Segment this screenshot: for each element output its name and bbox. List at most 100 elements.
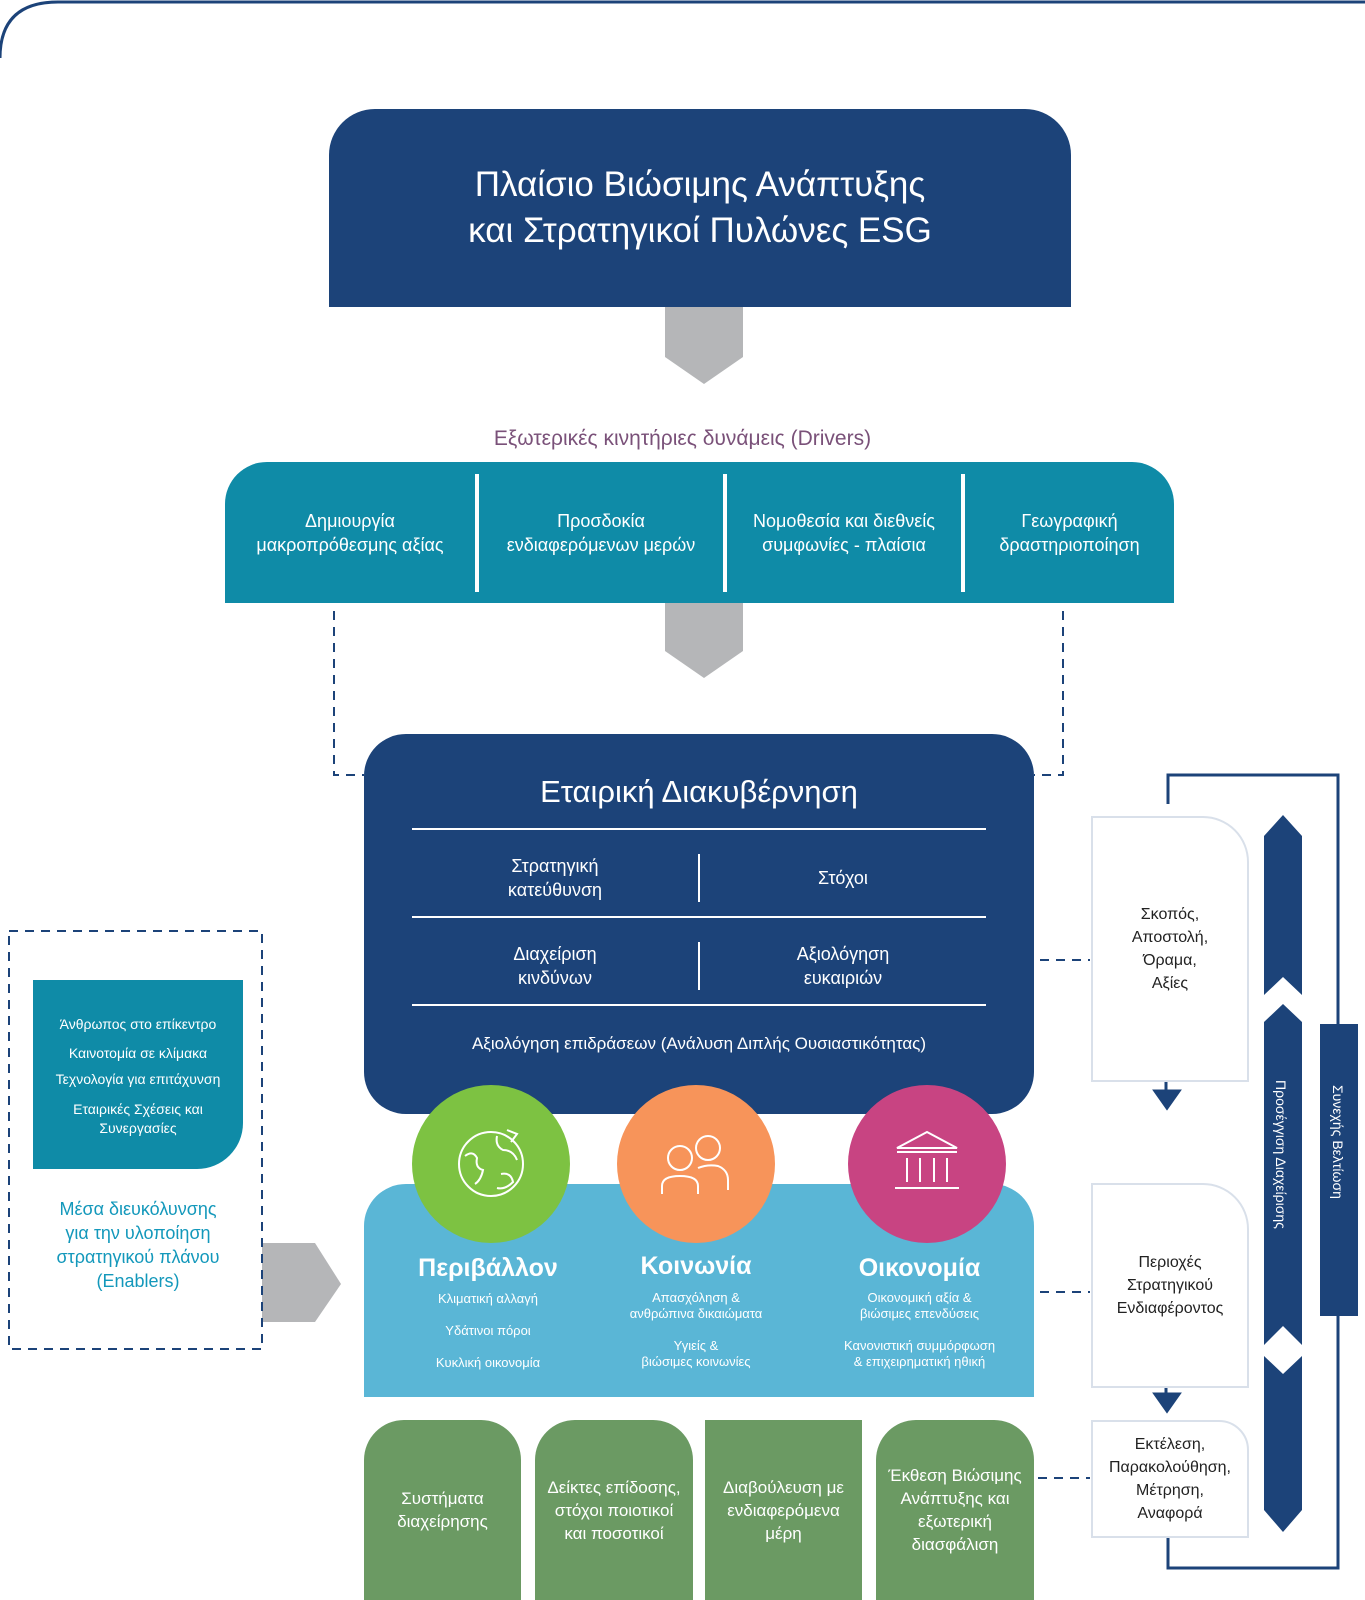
governance-goals: Στόχοι bbox=[818, 868, 868, 888]
enabler-item: Άνθρωπος στο επίκεντρο bbox=[59, 1016, 217, 1032]
tool-label: Έκθεση Βιώσιμης bbox=[888, 1466, 1022, 1485]
tool-label: μέρη bbox=[765, 1523, 802, 1543]
pillar-society-item: ανθρώπινα δικαιώματα bbox=[629, 1306, 763, 1321]
dashed-connector-right bbox=[1034, 611, 1064, 776]
tool-label: διαχείρησης bbox=[397, 1512, 488, 1531]
driver-label: ενδιαφερόμενων μερών bbox=[506, 534, 696, 555]
tool-label: Δείκτες επίδοσης, bbox=[547, 1477, 681, 1497]
process-label: Περιοχές bbox=[1138, 1254, 1202, 1271]
pillar-economy-item: & επιχειρηματική ηθική bbox=[853, 1354, 986, 1369]
process-label: Αναφορά bbox=[1137, 1505, 1203, 1522]
arrow-down-1 bbox=[665, 307, 743, 384]
pillar-economy-item: Κανονιστική συμμόρφωση bbox=[843, 1338, 996, 1353]
tool-management-systems: Συστήματα διαχείρησης bbox=[364, 1420, 521, 1600]
enablers-caption: Μέσα διευκόλυνσης για την υλοποίηση στρα… bbox=[30, 1197, 246, 1293]
driver-stakeholder-expectations: Προσδοκία ενδιαφερόμενων μερών bbox=[479, 462, 723, 603]
management-approach-band-1 bbox=[1264, 815, 1302, 995]
arrow-right-enablers bbox=[262, 1243, 341, 1322]
driver-label: Δημιουργία bbox=[305, 510, 395, 531]
governance-strategy-line: κατεύθυνση bbox=[507, 880, 603, 900]
institution-icon bbox=[895, 1130, 959, 1189]
governance-impact-assessment: Αξιολόγηση επιδράσεων (Ανάλυση Διπλής Ου… bbox=[471, 1034, 927, 1053]
arrow-process-2 bbox=[1152, 1384, 1182, 1414]
governance-title: Εταιρική Διακυβέρνηση bbox=[540, 774, 858, 809]
pillar-economy-title: Οικονομία bbox=[858, 1254, 981, 1282]
process-label: Παρακολούθηση, bbox=[1109, 1459, 1231, 1476]
governance-divider bbox=[412, 916, 986, 918]
pillar-environment-item: Κυκλική οικονομία bbox=[435, 1355, 541, 1370]
process-label: Ενδιαφέροντος bbox=[1116, 1300, 1224, 1317]
enabler-item: Εταιρικές Σχέσεις και bbox=[73, 1101, 203, 1117]
driver-label: Προσδοκία bbox=[557, 510, 645, 531]
pillar-society-item: βιώσιμες κοινωνίες bbox=[641, 1354, 751, 1369]
process-label: Αποστολή, bbox=[1131, 929, 1209, 946]
management-approach-band-2 bbox=[1264, 1004, 1302, 1345]
pillar-society-title: Κοινωνία bbox=[640, 1252, 752, 1280]
society-circle bbox=[617, 1085, 775, 1243]
governance-opportunities-line: Αξιολόγηση bbox=[796, 944, 890, 964]
driver-label: μακροπρόθεσμης αξίας bbox=[256, 534, 444, 555]
tool-label: και ποσοτικοί bbox=[564, 1523, 664, 1543]
driver-geographic-activity: Γεωγραφική δραστηριοποίηση bbox=[965, 462, 1174, 603]
pillar-economy-item: Οικονομική αξία & bbox=[867, 1290, 972, 1305]
enablers-caption-line: (Enablers) bbox=[96, 1271, 180, 1291]
driver-label: Γεωγραφική bbox=[1021, 510, 1118, 531]
pillar-environment-item: Υδάτινοι πόροι bbox=[445, 1323, 531, 1338]
governance-risk-management: Διαχείριση κινδύνων bbox=[412, 938, 698, 994]
tool-label: Συστήματα bbox=[401, 1489, 484, 1508]
governance-divider bbox=[412, 828, 986, 830]
governance-vertical-divider bbox=[698, 942, 700, 990]
continuous-improvement-label: Συνεχής Βελτίωση bbox=[1330, 1085, 1346, 1199]
governance-opportunities-line: ευκαιριών bbox=[803, 968, 883, 988]
process-execution-box: Εκτέλεση, Παρακολούθηση, Μέτρηση, Αναφορά bbox=[1091, 1420, 1249, 1538]
arrow-down-2 bbox=[665, 603, 743, 678]
framework-title-line2: και Στρατηγικοί Πυλώνες ESG bbox=[468, 211, 932, 250]
tool-label: διασφάλιση bbox=[911, 1535, 999, 1554]
enablers-caption-line: στρατηγικού πλάνου bbox=[56, 1247, 220, 1267]
environment-circle bbox=[412, 1085, 570, 1243]
enabler-item: Συνεργασίες bbox=[99, 1120, 177, 1136]
governance-risk-line: Διαχείριση bbox=[513, 944, 597, 964]
governance-strategy-line: Στρατηγική bbox=[511, 856, 599, 876]
process-label: Εκτέλεση, bbox=[1134, 1436, 1206, 1453]
driver-separator bbox=[475, 474, 479, 592]
pillar-society-item: Απασχόληση & bbox=[652, 1290, 740, 1305]
driver-separator bbox=[961, 474, 965, 592]
enablers-caption-line: Μέσα διευκόλυνσης bbox=[59, 1199, 217, 1219]
continuous-improvement-bar bbox=[1320, 1024, 1358, 1316]
pillar-economy-item: βιώσιμες επενδύσεις bbox=[860, 1306, 979, 1321]
framework-title-line1: Πλαίσιο Βιώσιμης Ανάπτυξης bbox=[474, 165, 926, 204]
pillar-environment-item: Κλιματική αλλαγή bbox=[438, 1291, 538, 1306]
driver-label: Νομοθεσία και διεθνείς bbox=[753, 510, 935, 531]
people-icon bbox=[661, 1135, 729, 1194]
tool-label: στόχοι ποιοτικοί bbox=[554, 1500, 674, 1520]
tool-label: εξωτερική bbox=[918, 1512, 992, 1531]
tool-label: ενδιαφερόμενα bbox=[727, 1500, 840, 1520]
enabler-item: Καινοτομία σε κλίμακα bbox=[68, 1045, 208, 1061]
tool-label: Ανάπτυξης και bbox=[900, 1489, 1010, 1508]
governance-opportunities: Αξιολόγηση ευκαιριών bbox=[700, 938, 986, 994]
tool-label: Διαβούλευση με bbox=[723, 1477, 844, 1497]
governance-vertical-divider bbox=[698, 854, 700, 902]
management-approach-label: Προσέγγιση Διαχείρισης bbox=[1273, 1080, 1289, 1229]
governance-risk-line: κινδύνων bbox=[518, 968, 592, 988]
enablers-box: Άνθρωπος στο επίκεντρο Καινοτομία σε κλί… bbox=[33, 980, 243, 1169]
process-label: Όραμα, bbox=[1143, 952, 1197, 969]
process-label: Αξίες bbox=[1151, 975, 1189, 992]
enablers-caption-line: για την υλοποίηση bbox=[65, 1223, 211, 1243]
pillar-environment-title: Περιβάλλον bbox=[418, 1254, 558, 1282]
economy-circle bbox=[848, 1085, 1006, 1243]
governance-strategy: Στρατηγική κατεύθυνση bbox=[412, 850, 698, 906]
drivers-box: Δημιουργία μακροπρόθεσμης αξίας Προσδοκία… bbox=[225, 462, 1174, 603]
driver-label: δραστηριοποίηση bbox=[999, 534, 1140, 555]
globe-icon bbox=[458, 1129, 524, 1197]
process-purpose-box: Σκοπός, Αποστολή, Όραμα, Αξίες bbox=[1091, 816, 1249, 1082]
process-label: Σκοπός, bbox=[1140, 906, 1200, 923]
process-label: Μέτρηση, bbox=[1135, 1482, 1204, 1499]
governance-divider bbox=[412, 1004, 986, 1006]
pillar-society-item: Υγιείς & bbox=[673, 1338, 719, 1353]
